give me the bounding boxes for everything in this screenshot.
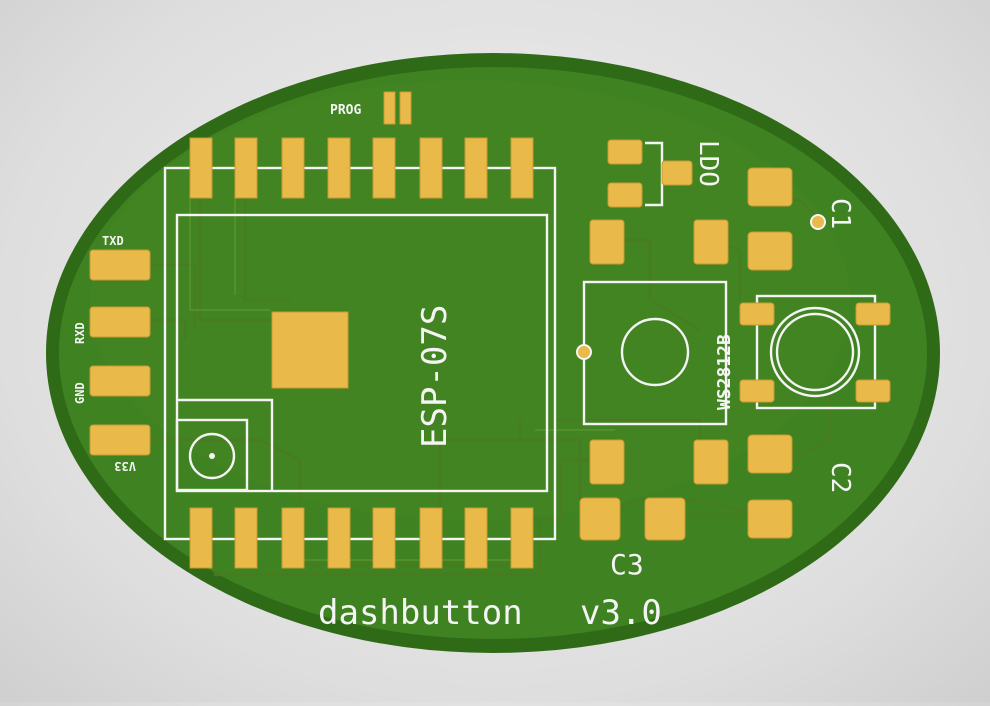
board-sheen bbox=[90, 80, 850, 520]
header-pins: TXD RXD GND V33 bbox=[73, 234, 151, 473]
prog-jumper: PROG bbox=[330, 91, 412, 125]
esp-pads-bottom bbox=[189, 507, 534, 569]
pin-label-gnd: GND bbox=[73, 382, 87, 404]
ldo-regulator: LDO bbox=[607, 139, 723, 208]
esp-ground-pad bbox=[271, 311, 349, 389]
tactile-switch bbox=[739, 294, 891, 410]
pin-label-txd: TXD bbox=[102, 234, 124, 248]
capacitor-c2: C2 bbox=[747, 434, 855, 539]
smd-pads-misc bbox=[589, 219, 729, 485]
esp07s-module: ESP-07S bbox=[163, 166, 557, 541]
led-label: WS2812B bbox=[714, 334, 735, 410]
ldo-label: LDO bbox=[693, 140, 723, 187]
pin-label-v33: V33 bbox=[114, 459, 136, 473]
board-version: v3.0 bbox=[580, 593, 662, 633]
capacitor-c1: C1 bbox=[747, 167, 855, 271]
module-label: ESP-07S bbox=[415, 305, 455, 448]
c3-label: C3 bbox=[610, 548, 644, 581]
capacitor-c3: C3 bbox=[579, 497, 686, 581]
pin-label-rxd: RXD bbox=[73, 322, 87, 344]
prog-label: PROG bbox=[330, 103, 361, 118]
esp-pads-top bbox=[189, 137, 534, 199]
c1-label: C1 bbox=[825, 198, 855, 229]
c2-label: C2 bbox=[825, 462, 855, 493]
board-title: dashbutton bbox=[318, 593, 523, 633]
board-surface bbox=[59, 67, 927, 639]
ws2812b-led: WS2812B bbox=[576, 280, 735, 426]
